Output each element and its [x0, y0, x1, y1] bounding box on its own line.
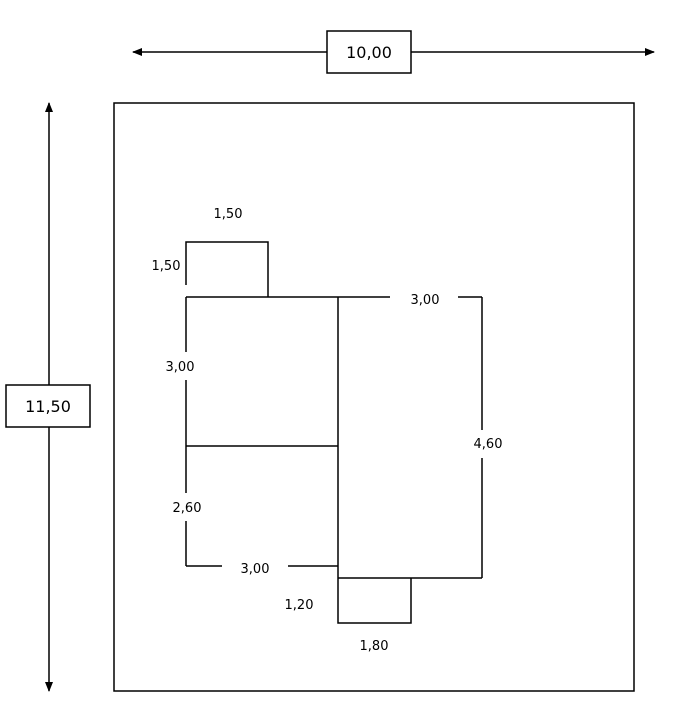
bottom-notch: [337, 578, 412, 624]
top-notch: [185, 241, 269, 297]
overall-height-label-box: [5, 384, 91, 428]
plot-boundary: [113, 102, 635, 692]
overall-height-dimension: 11,50: [5, 102, 91, 692]
dim-bottom-notch-width: 1,80: [360, 639, 389, 654]
overall-width-dimension: 10,00: [132, 30, 655, 74]
overall-width-label-box: [326, 30, 412, 74]
building-outline: [185, 241, 483, 624]
overall-height-label: 11,50: [25, 397, 71, 416]
dim-bottom-left-width: 3,00: [241, 562, 270, 577]
dim-left-upper-height: 3,00: [166, 360, 195, 375]
dim-right-height: 4,60: [474, 437, 503, 452]
dim-bottom-notch-height: 1,20: [285, 598, 314, 613]
dim-top-notch-height: 1,50: [152, 259, 181, 274]
dim-right-top-width: 3,00: [411, 293, 440, 308]
dim-top-notch-width: 1,50: [214, 207, 243, 222]
overall-width-label: 10,00: [346, 43, 392, 62]
dim-left-lower-height: 2,60: [173, 501, 202, 516]
